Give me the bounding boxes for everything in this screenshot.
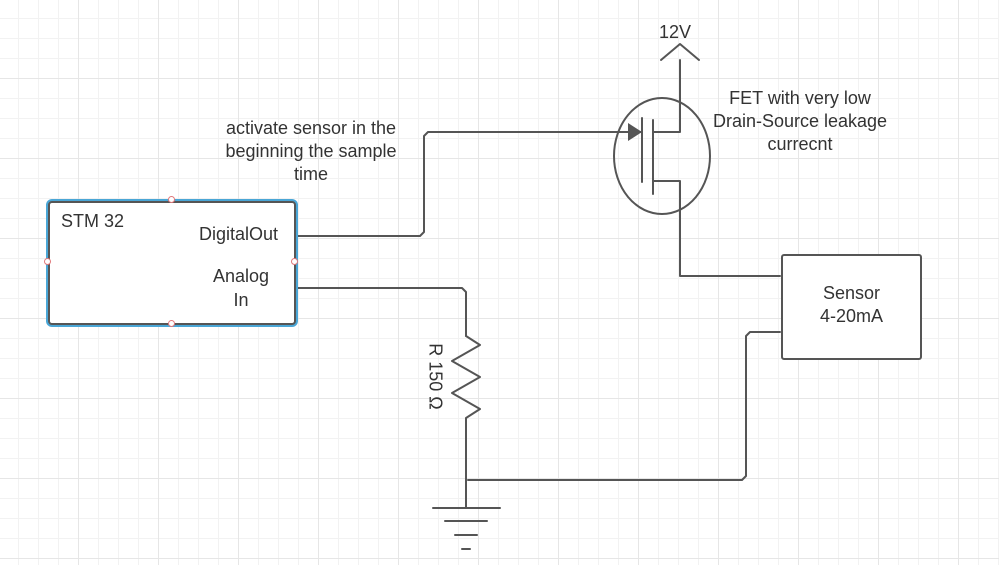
sensor-return-wire[interactable] [467,331,781,481]
selection-handle-top[interactable] [168,196,175,203]
activate-note-line3: time [293,164,328,184]
fet-drain-lead [652,59,681,133]
resistor-label: R 150 Ω [425,343,446,410]
stm32-title: STM 32 [61,211,125,231]
fet-note-line3: currecnt [767,134,833,154]
digitalout-wire[interactable] [295,131,643,237]
selection-handle-bottom[interactable] [168,320,175,327]
activate-note-line1: activate sensor in the [225,118,397,138]
fet-note-line2: Drain-Source leakage [712,111,888,131]
sensor-label-line2: 4-20mA [819,306,884,326]
fet-circle[interactable] [613,97,711,215]
analog-in-line1: Analog [212,266,270,286]
sensor-block[interactable] [781,254,922,360]
gate-arrowhead [628,123,642,141]
digitalout-label: DigitalOut [199,224,279,244]
selection-handle-left[interactable] [44,258,51,265]
analog-in-wire[interactable] [295,287,467,337]
resistor-zigzag-icon[interactable] [451,335,481,441]
analog-in-line2: In [233,290,249,310]
supply-label: 12V [659,22,692,42]
activate-note: activate sensor in the beginning the sam… [206,117,416,186]
sensor-label-line1: Sensor [822,283,881,303]
fet-source-lead [652,180,781,277]
activate-note-line2: beginning the sample [225,141,397,161]
fet-note-line1: FET with very low [729,88,871,108]
analog-in-label: Analog In [196,264,286,312]
fet-note: FET with very low Drain-Source leakage c… [700,87,900,156]
selection-handle-right[interactable] [291,258,298,265]
sensor-label: Sensor 4-20mA [781,282,922,328]
supply-arrow-icon [660,43,700,61]
